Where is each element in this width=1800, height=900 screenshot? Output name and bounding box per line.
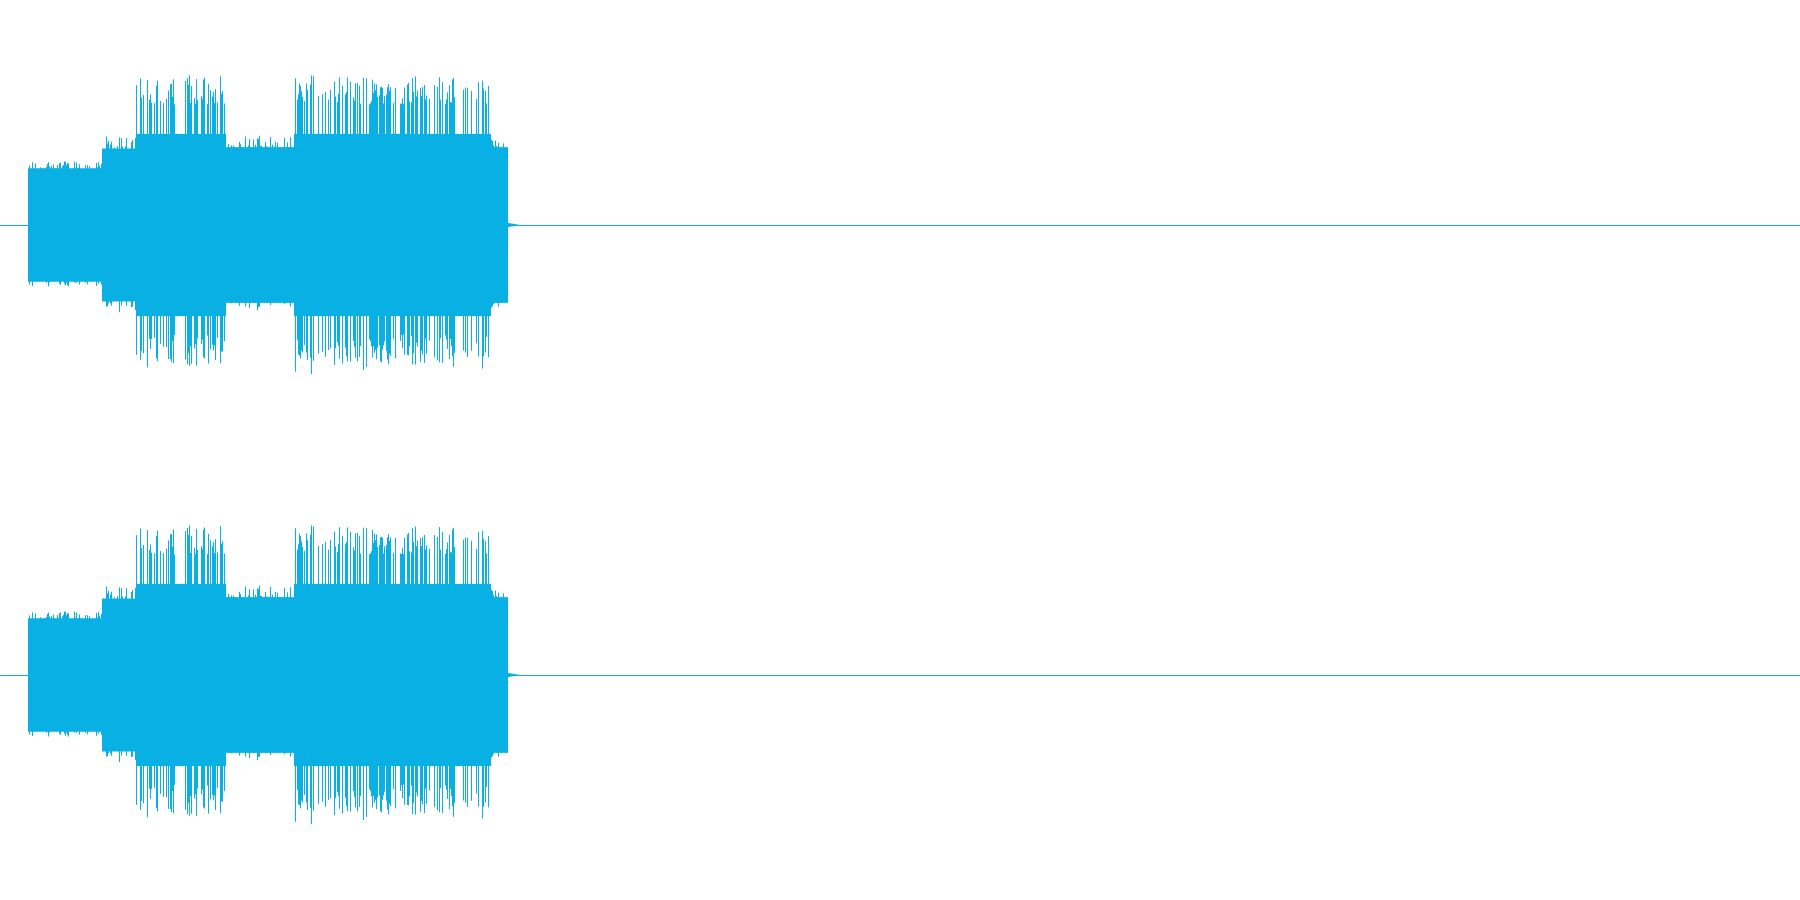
waveform-samples bbox=[28, 75, 520, 375]
waveform-channel-1-plot bbox=[0, 75, 1800, 375]
waveform-samples bbox=[28, 525, 520, 825]
waveform-channel-1[interactable] bbox=[0, 0, 1800, 450]
waveform-channel-2-plot bbox=[0, 525, 1800, 825]
waveform-channel-2[interactable] bbox=[0, 450, 1800, 900]
